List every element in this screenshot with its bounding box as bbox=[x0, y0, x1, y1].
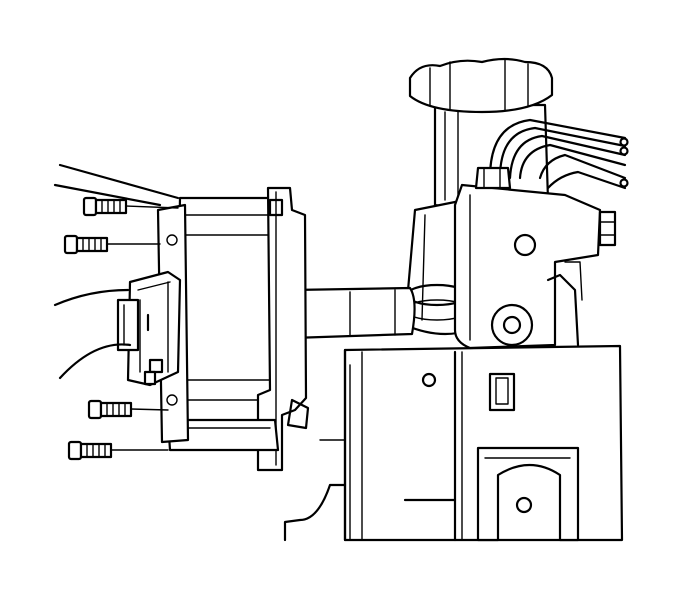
bolt-lower-2 bbox=[67, 440, 169, 461]
wiring bbox=[53, 163, 180, 380]
reservoir-cap bbox=[408, 57, 554, 114]
bolt-lower-1 bbox=[87, 399, 169, 420]
proportioning-valve bbox=[453, 166, 617, 350]
mounting-bracket bbox=[156, 186, 310, 472]
pushrod bbox=[290, 286, 416, 340]
frame-rail bbox=[283, 344, 624, 542]
bolt-upper-2 bbox=[63, 234, 161, 255]
bolt-upper-1 bbox=[82, 196, 179, 217]
module-connector bbox=[116, 270, 182, 387]
